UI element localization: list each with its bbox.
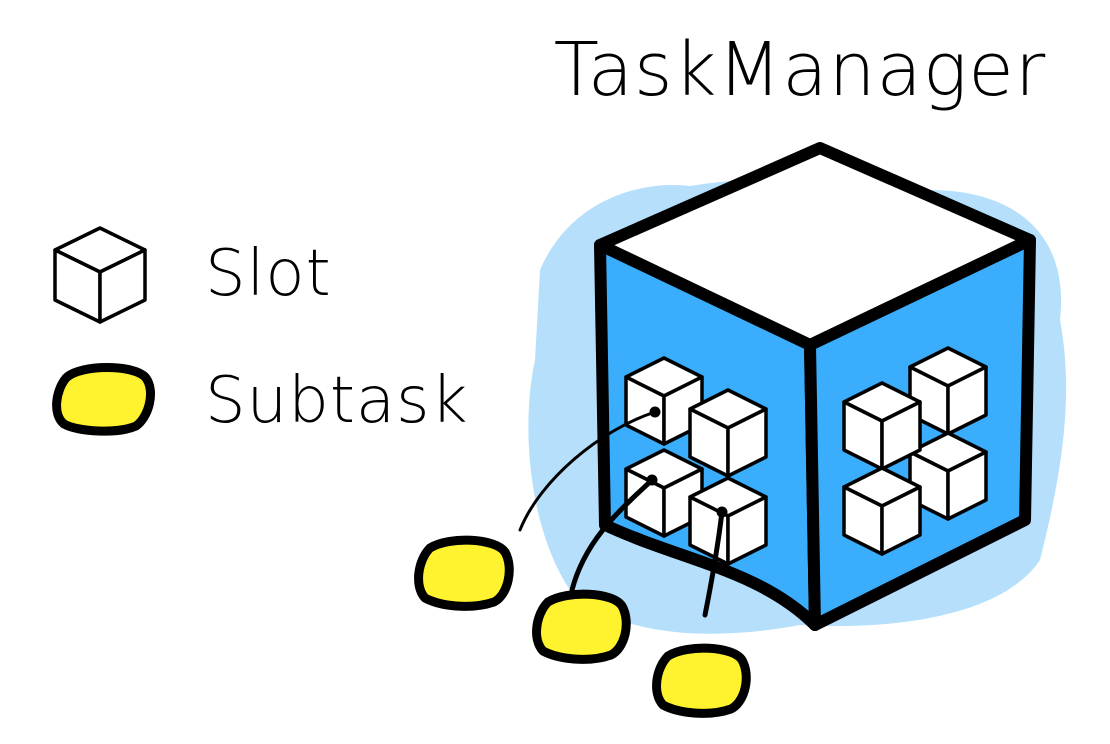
slot [688, 476, 768, 566]
slot [842, 466, 922, 556]
subtask [652, 643, 751, 718]
subtask-connectors [518, 406, 728, 618]
subtask-legend-label: Subtask [205, 364, 469, 438]
subtask-legend-icon [52, 363, 155, 436]
diagram-title: TaskManager [554, 27, 1047, 113]
slot-legend-icon [53, 226, 147, 324]
slot-legend-label: Slot [205, 237, 332, 311]
subtask [414, 535, 514, 611]
slot [842, 381, 922, 471]
legend: Slot Subtask [52, 226, 469, 438]
subtasks [414, 535, 751, 718]
slot [688, 388, 768, 478]
subtask [532, 589, 631, 664]
